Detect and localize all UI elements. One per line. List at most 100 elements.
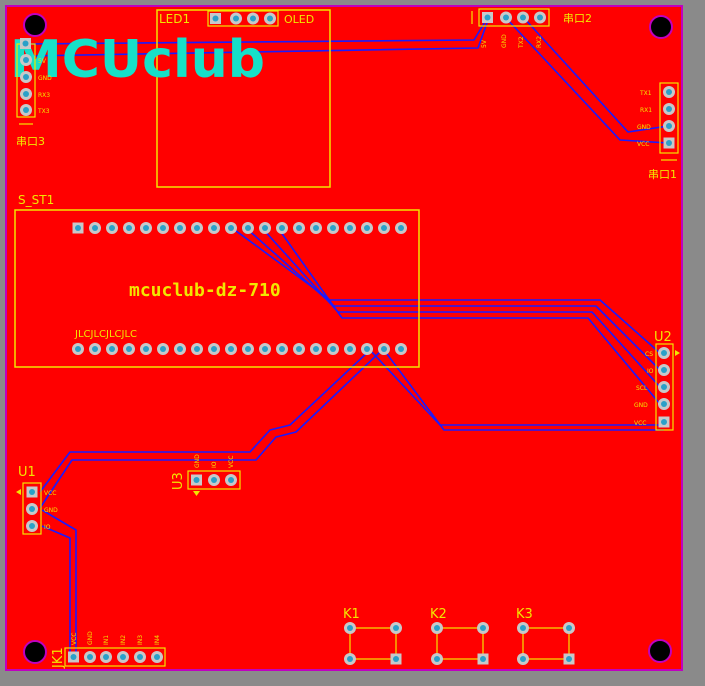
main-module-designator: S_ST1 (18, 193, 54, 207)
board-outline (5, 5, 683, 671)
serial1-designator: 串口1 (648, 168, 677, 181)
pin-label: RX2 (536, 36, 543, 48)
jk1-designator: JK1 (51, 647, 66, 669)
pad-hole (29, 506, 35, 512)
led-designator: LED1 (159, 12, 190, 26)
pad-hole (520, 14, 526, 21)
main-module-outline (14, 209, 420, 368)
pad-hole (29, 523, 35, 529)
pad-hole (566, 656, 572, 662)
pad-hole (194, 346, 200, 352)
pad-hole (296, 346, 302, 352)
pad-hole (661, 419, 667, 425)
pad-hole (398, 346, 404, 352)
pin-label: GND (38, 75, 52, 82)
pin-label: IN3 (137, 635, 144, 645)
pad-hole (279, 225, 285, 231)
pad-hole (211, 346, 217, 352)
mounting-holes (23, 13, 673, 664)
u2-designator: U2 (654, 330, 672, 345)
pad-hole (330, 225, 336, 231)
serial3-header: 5V GND RX3 TX3 串口3 (16, 38, 52, 148)
pad-hole (212, 15, 219, 22)
pad-hole (666, 89, 672, 95)
u1-designator: U1 (18, 465, 36, 480)
pad-hole (87, 654, 93, 660)
pad-hole (666, 140, 672, 146)
pin-label: 5V (481, 39, 488, 48)
pad-hole (23, 107, 29, 113)
mounting-hole (649, 15, 673, 39)
pin-label: RX3 (38, 92, 50, 99)
pin-label: SCL (636, 385, 648, 392)
serial2-header: 5V GND TX2 RX2 串口2 (471, 8, 592, 49)
pad-hole (109, 346, 115, 352)
pad-hole (143, 346, 149, 352)
pin-label: VCC (634, 420, 646, 427)
pad-hole (245, 346, 251, 352)
main-module-top-pin-row (72, 222, 407, 234)
pin-label: IO (647, 368, 654, 375)
pin-label: RX1 (640, 107, 652, 114)
pad-hole (262, 346, 268, 352)
pad-hole (228, 477, 234, 483)
pin-label: VCC (637, 141, 649, 148)
pin-label: 5V (38, 58, 47, 65)
pad-hole (154, 654, 160, 660)
pad-hole (279, 346, 285, 352)
pad-hole (75, 225, 81, 231)
logo-text: MCUclub (10, 30, 265, 90)
serial3-designator: 串口3 (16, 135, 45, 148)
pin-label: TX1 (639, 90, 652, 97)
pad-hole (23, 74, 29, 80)
pin-label: VCC (71, 633, 78, 645)
serial2-designator: 串口2 (563, 12, 592, 25)
key-designator: K1 (343, 607, 360, 622)
pad-hole (313, 346, 319, 352)
pad-hole (661, 350, 667, 356)
key-k3: K3 (516, 607, 575, 665)
pad-hole (109, 225, 115, 231)
pad-hole (661, 367, 667, 373)
pad-hole (120, 654, 126, 660)
pad-hole (484, 14, 491, 21)
led-module: LED1 OLED (156, 9, 331, 188)
key-k2: K2 (430, 607, 489, 665)
pad-hole (393, 625, 399, 631)
pad-hole (245, 225, 251, 231)
u2-header: CS IO SCL GND VCC U2 (634, 330, 680, 431)
pad-hole (103, 654, 109, 660)
jlc-text: JLCJLCJLCJLC (74, 329, 137, 340)
pad-hole (29, 489, 35, 495)
pad-hole (262, 225, 268, 231)
pad-hole (193, 477, 200, 483)
pad-hole (347, 656, 353, 662)
pad-hole (160, 225, 166, 231)
pin-label: GND (194, 454, 201, 468)
pad-hole (666, 123, 672, 129)
pad-hole (143, 225, 149, 231)
pad-hole (177, 346, 183, 352)
pad-hole (364, 346, 370, 352)
main-module: S_ST1 mcuclub-dz-710 JLCJLCJLCJLC (14, 193, 420, 368)
pad-hole (211, 477, 217, 483)
pad-hole (250, 15, 256, 22)
mounting-hole (23, 640, 47, 664)
pad-hole (434, 656, 440, 662)
pad-hole (160, 346, 166, 352)
pad-hole (347, 625, 353, 631)
pad-hole (347, 225, 353, 231)
main-module-label: mcuclub-dz-710 (129, 280, 281, 301)
led-header (207, 10, 279, 27)
key-designator: K3 (516, 607, 533, 622)
pad-hole (126, 346, 132, 352)
pad-hole (126, 225, 132, 231)
pad-hole (233, 15, 239, 22)
led-label: OLED (284, 13, 314, 26)
mounting-hole (23, 13, 47, 37)
pin-label: IO (44, 524, 51, 531)
pin-label: GND (637, 124, 651, 131)
pad-hole (381, 346, 387, 352)
pin-label: TX2 (518, 36, 525, 49)
